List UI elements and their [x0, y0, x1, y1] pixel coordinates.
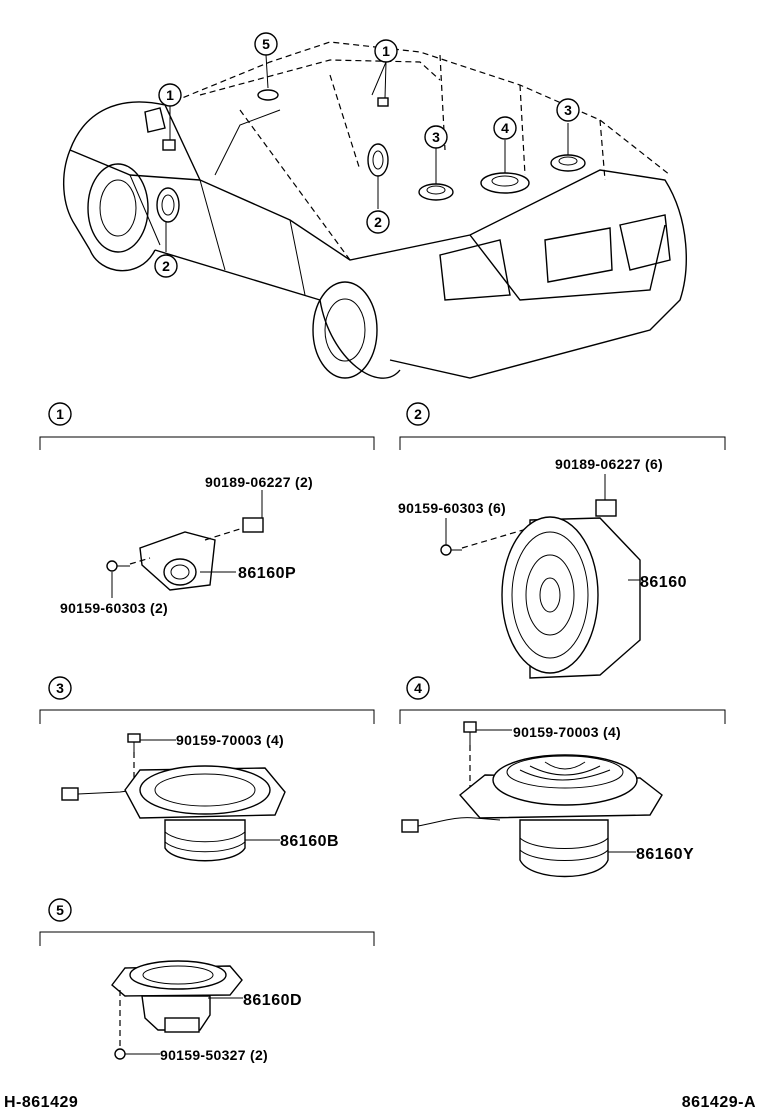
- callout-1: 1: [374, 39, 398, 63]
- section-number: 1: [56, 406, 64, 422]
- screw-icon: [463, 721, 477, 733]
- shelf-speaker-86160b-icon: [124, 765, 286, 862]
- callout-label: 1: [382, 43, 390, 59]
- part-number-label: 86160D: [243, 992, 302, 1009]
- part-number-label: 86160Y: [636, 846, 694, 863]
- callout-2: 2: [154, 254, 178, 278]
- callout-3: 3: [556, 98, 580, 122]
- callout-3: 3: [424, 125, 448, 149]
- callout-4: 4: [493, 116, 517, 140]
- callout-label: 5: [262, 36, 270, 52]
- section-3: 3 90159-70003 (4) 86160B: [39, 676, 375, 862]
- screw-icon: [127, 733, 141, 743]
- screw-icon: [106, 560, 118, 572]
- section-5: 5 86160D 90159-50327 (2): [39, 898, 375, 1063]
- callout-5: 5: [254, 32, 278, 56]
- section-1: 1 90189-06227 (2) 86160P 90159-60303 (2): [39, 402, 375, 616]
- section-2: 2 90189-06227 (6) 90159-60303 (6) 86160: [398, 402, 726, 679]
- part-number-label: 90189-06227 (6): [555, 456, 663, 472]
- section-number: 5: [56, 902, 64, 918]
- part-number-label: 90159-70003 (4): [513, 724, 621, 740]
- callout-label: 1: [166, 87, 174, 103]
- figure-reference: 861429-A: [682, 1094, 756, 1111]
- part-number-label: 90159-60303 (6): [398, 500, 506, 516]
- section-number: 2: [414, 406, 422, 422]
- callout-2: 2: [366, 210, 390, 234]
- callout-label: 2: [162, 258, 170, 274]
- part-number-label: 86160: [640, 574, 687, 591]
- part-number-label: 90159-50327 (2): [160, 1047, 268, 1063]
- connector-icon: [61, 787, 79, 801]
- callout-label: 2: [374, 214, 382, 230]
- part-number-label: 90159-70003 (4): [176, 732, 284, 748]
- part-number-label: 86160B: [280, 833, 339, 850]
- door-speaker-86160-icon: [501, 516, 641, 679]
- part-number-label: 90189-06227 (2): [205, 474, 313, 490]
- diagram-code: H-861429: [4, 1094, 78, 1111]
- section-number: 3: [56, 680, 64, 696]
- part-number-label: 86160P: [238, 565, 296, 582]
- callout-label: 3: [432, 129, 440, 145]
- connector-icon: [401, 819, 419, 833]
- callout-1: 1: [158, 83, 182, 107]
- callout-label: 3: [564, 102, 572, 118]
- shelf-speaker-86160y-icon: [458, 754, 663, 878]
- section-4: 4 90159-70003 (4) 86160Y: [399, 676, 726, 878]
- clip-icon: [242, 517, 264, 533]
- section-number: 4: [414, 680, 422, 696]
- screw-icon: [440, 544, 452, 556]
- screw-icon: [114, 1048, 126, 1060]
- callout-label: 4: [501, 120, 509, 136]
- part-number-label: 90159-60303 (2): [60, 600, 168, 616]
- dash-speaker-86160d-icon: [111, 960, 243, 1033]
- car-overview-illustration: [62, 41, 687, 379]
- clip-icon: [595, 499, 617, 517]
